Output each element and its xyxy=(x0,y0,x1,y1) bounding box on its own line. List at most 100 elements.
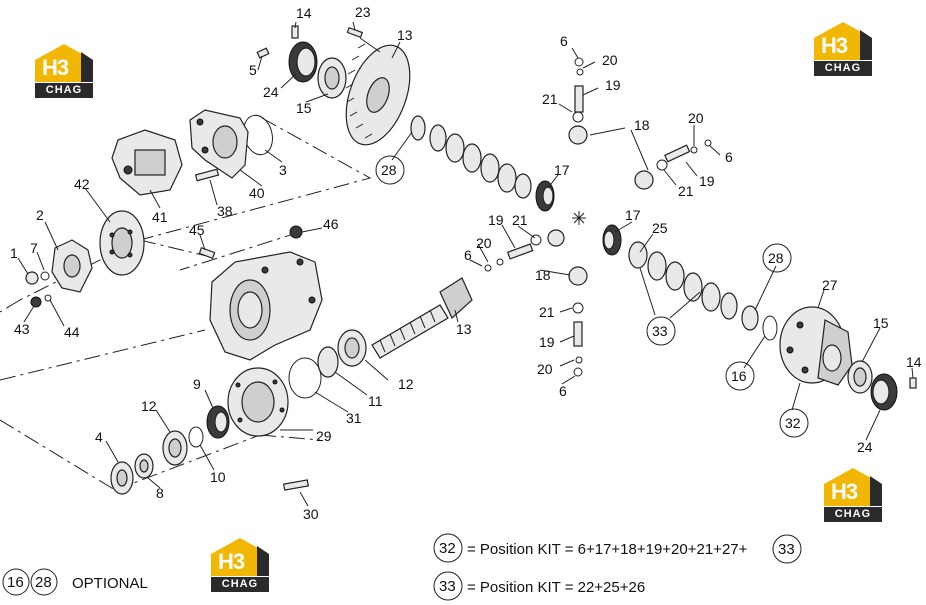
callout-1: 1 xyxy=(10,245,18,261)
callout-numbers: 14 23 13 5 24 15 3 40 41 38 42 2 7 1 43 … xyxy=(10,4,922,522)
callout-21: 21 xyxy=(539,304,555,320)
legend-optional-28: 28 xyxy=(35,574,52,591)
bolt-14-right xyxy=(909,377,917,389)
logo-roof-icon xyxy=(35,44,93,82)
adjusting-nut-24-top xyxy=(288,41,318,83)
callout-12: 12 xyxy=(141,398,157,414)
callout-10: 10 xyxy=(210,469,226,485)
callout-42: 42 xyxy=(74,176,90,192)
logo-roof-icon xyxy=(824,468,882,506)
shim-28-right xyxy=(741,305,759,331)
callout-21: 21 xyxy=(678,183,694,199)
callout-28-circled: 28 xyxy=(381,162,397,178)
brake-disc-42 xyxy=(99,210,145,276)
brand-logo: H3 CHAG xyxy=(33,42,95,100)
callout-24: 24 xyxy=(857,439,873,455)
shim-stack-top xyxy=(410,115,532,199)
legend-kit-32-text: = Position KIT = 6+17+18+19+20+21+27+ xyxy=(467,541,748,558)
callout-13: 13 xyxy=(456,321,472,337)
callout-11: 11 xyxy=(368,393,383,409)
callout-4: 4 xyxy=(95,429,103,445)
logo-mark: H3 xyxy=(821,33,848,58)
logo-caption: CHAG xyxy=(211,577,269,592)
spider-gear-18-bottom xyxy=(484,229,588,377)
callout-43: 43 xyxy=(14,321,30,337)
shim-16 xyxy=(762,315,778,341)
callout-14: 14 xyxy=(906,354,922,370)
logo-roof-icon xyxy=(814,22,872,60)
callout-15: 15 xyxy=(296,100,312,116)
side-gear-17-right xyxy=(602,224,622,256)
drive-pinion-13 xyxy=(371,277,473,359)
callout-24: 24 xyxy=(263,84,279,100)
callout-38: 38 xyxy=(217,203,233,219)
seal-31 xyxy=(288,357,322,399)
callout-20: 20 xyxy=(688,110,704,126)
spider-gear-18-top xyxy=(568,57,712,190)
callout-20: 20 xyxy=(537,361,553,377)
callout-30: 30 xyxy=(303,506,319,522)
bolts-top xyxy=(256,25,364,59)
circled-callouts: 28 28 33 16 32 xyxy=(375,155,809,438)
callout-27: 27 xyxy=(822,277,838,293)
seal-4 xyxy=(110,461,134,495)
callout-32-circled: 32 xyxy=(785,415,801,431)
bolt-45 xyxy=(198,247,216,259)
legend-optional-text: OPTIONAL xyxy=(72,575,148,592)
callout-15: 15 xyxy=(873,315,889,331)
pinion-carrier-29 xyxy=(227,367,289,437)
side-gear-17-left xyxy=(535,180,555,212)
callout-45: 45 xyxy=(189,222,205,238)
callout-21: 21 xyxy=(512,212,528,228)
callout-14: 14 xyxy=(296,5,312,21)
legend-kit-32-tail: 33 xyxy=(778,541,795,558)
yoke-flange-2 xyxy=(51,239,93,293)
logo-caption: CHAG xyxy=(35,83,93,98)
callout-19: 19 xyxy=(605,77,621,93)
shim-11 xyxy=(317,346,339,378)
callout-18: 18 xyxy=(535,267,551,283)
callout-17: 17 xyxy=(554,162,570,178)
callout-44: 44 xyxy=(64,324,80,340)
brand-logo: H3 CHAG xyxy=(812,20,874,78)
logo-roof-icon xyxy=(211,538,269,576)
callout-19: 19 xyxy=(488,212,504,228)
callout-18: 18 xyxy=(634,117,650,133)
cover-40 xyxy=(189,109,249,179)
ring-gear-13 xyxy=(345,43,411,146)
legend-optional-16: 16 xyxy=(7,574,24,591)
callout-21: 21 xyxy=(542,91,558,107)
pump-housing-41 xyxy=(111,129,183,196)
legend-kit-32-ref: 32 xyxy=(439,540,456,557)
axle-housing xyxy=(209,251,323,361)
callout-12: 12 xyxy=(398,376,414,392)
bearing-12-left xyxy=(162,430,188,466)
asterisk-symbol xyxy=(572,211,586,225)
legend-kit-33-ref: 33 xyxy=(439,578,456,595)
plug-46 xyxy=(289,225,303,239)
callout-23: 23 xyxy=(355,4,371,20)
gear-9 xyxy=(206,405,230,439)
callout-19: 19 xyxy=(699,173,715,189)
callout-3: 3 xyxy=(279,162,287,178)
brand-logo: H3 CHAG xyxy=(822,466,884,524)
shim-stack-right xyxy=(628,241,738,320)
callout-20: 20 xyxy=(602,52,618,68)
adjusting-nut-24-right xyxy=(870,373,898,411)
callout-6: 6 xyxy=(464,247,472,263)
callout-17: 17 xyxy=(625,207,641,223)
bearing-15-top xyxy=(317,57,347,99)
callout-6: 6 xyxy=(560,33,568,49)
callout-13: 13 xyxy=(397,27,413,43)
nut-washer-small xyxy=(25,271,52,308)
bearing-12-right xyxy=(337,329,367,367)
callout-19: 19 xyxy=(539,334,555,350)
callout-6: 6 xyxy=(725,149,733,165)
callout-6: 6 xyxy=(559,383,567,399)
bolt-30 xyxy=(282,479,310,491)
logo-mark: H3 xyxy=(42,55,69,80)
callout-33-circled: 33 xyxy=(652,323,668,339)
callout-31: 31 xyxy=(346,410,362,426)
